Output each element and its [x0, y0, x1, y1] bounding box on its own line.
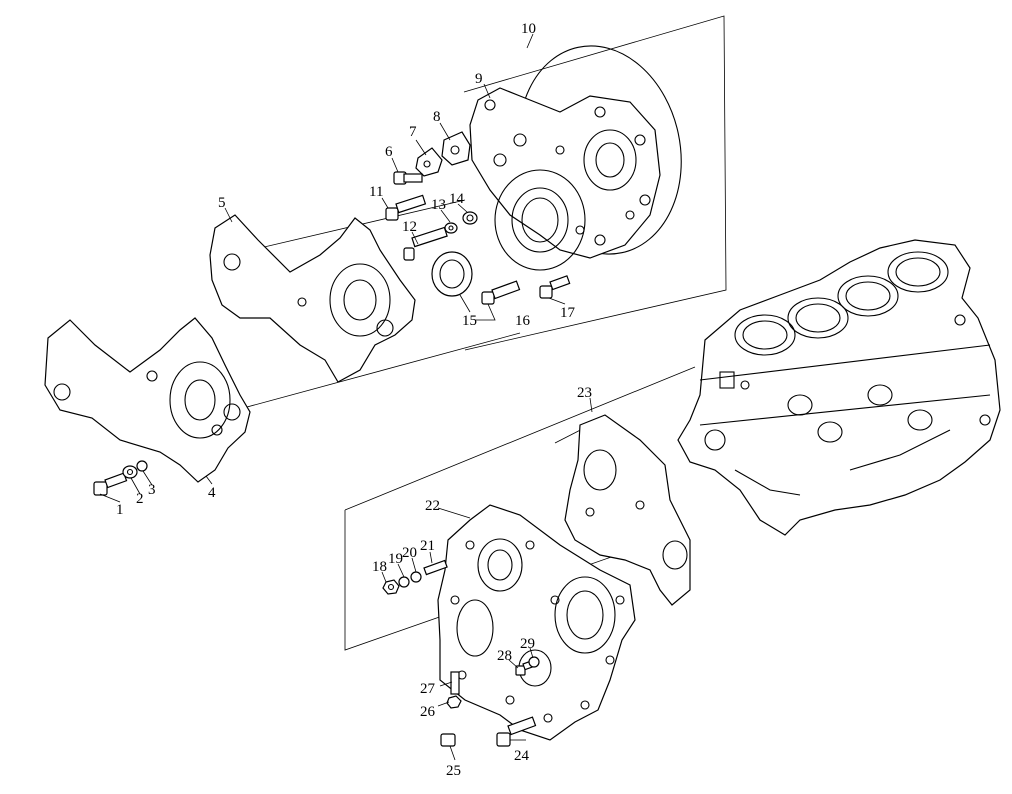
label-26: 26 [420, 704, 436, 720]
label-29: 29 [520, 636, 535, 652]
label-15: 15 [462, 313, 477, 329]
label-5: 5 [218, 195, 226, 211]
part-labels: 1 2 3 4 5 6 7 8 9 10 11 12 13 14 15 16 1… [116, 21, 592, 779]
front-cover-gasket [564, 414, 691, 606]
label-22: 22 [425, 498, 440, 514]
timing-gear-plate-4 [44, 317, 251, 483]
stud-21 [423, 559, 448, 576]
label-12: 12 [402, 219, 417, 235]
label-23: 23 [577, 385, 592, 401]
label-9: 9 [475, 71, 483, 87]
label-10: 10 [521, 21, 536, 37]
label-3: 3 [148, 482, 156, 498]
washer-19 [398, 576, 410, 588]
washer-3 [136, 460, 148, 472]
label-1: 1 [116, 502, 124, 518]
label-2: 2 [136, 491, 144, 507]
label-19: 19 [388, 551, 403, 567]
stud-27 [450, 671, 460, 695]
bolt-1 [93, 472, 128, 496]
bolt-17 [539, 275, 571, 299]
label-4: 4 [208, 485, 216, 501]
cylinder-block [677, 239, 1001, 536]
label-11: 11 [369, 184, 383, 200]
timing-gear-plate-5 [209, 214, 416, 383]
washer-14 [462, 211, 478, 225]
bolt-6 [393, 171, 423, 185]
oil-seal-15 [431, 251, 473, 297]
label-13: 13 [431, 197, 446, 213]
bolt-16 [481, 280, 521, 305]
small-gasket [441, 131, 471, 166]
label-28: 28 [497, 648, 512, 664]
label-16: 16 [515, 313, 531, 329]
leader-lines [99, 33, 593, 761]
front-cover [437, 504, 636, 741]
nut-18 [382, 579, 400, 595]
label-14: 14 [449, 191, 465, 207]
label-8: 8 [433, 109, 441, 125]
washer-29 [528, 656, 540, 668]
nut-26 [446, 695, 462, 709]
gear-case-plate [469, 87, 661, 271]
label-6: 6 [385, 144, 393, 160]
label-18: 18 [372, 559, 387, 575]
label-25: 25 [446, 763, 461, 779]
label-21: 21 [420, 538, 435, 554]
label-27: 27 [420, 681, 436, 697]
label-20: 20 [402, 545, 417, 561]
label-17: 17 [560, 305, 576, 321]
label-7: 7 [409, 124, 417, 140]
washer-2 [122, 465, 138, 479]
bolt-24 [496, 716, 537, 747]
bolt-11 [385, 194, 427, 221]
stud-12 [403, 226, 448, 261]
cover-plate [415, 147, 443, 177]
washer-13 [444, 222, 458, 234]
label-24: 24 [514, 748, 530, 764]
washer-20 [410, 571, 422, 583]
dowel-pin-25 [440, 733, 456, 747]
